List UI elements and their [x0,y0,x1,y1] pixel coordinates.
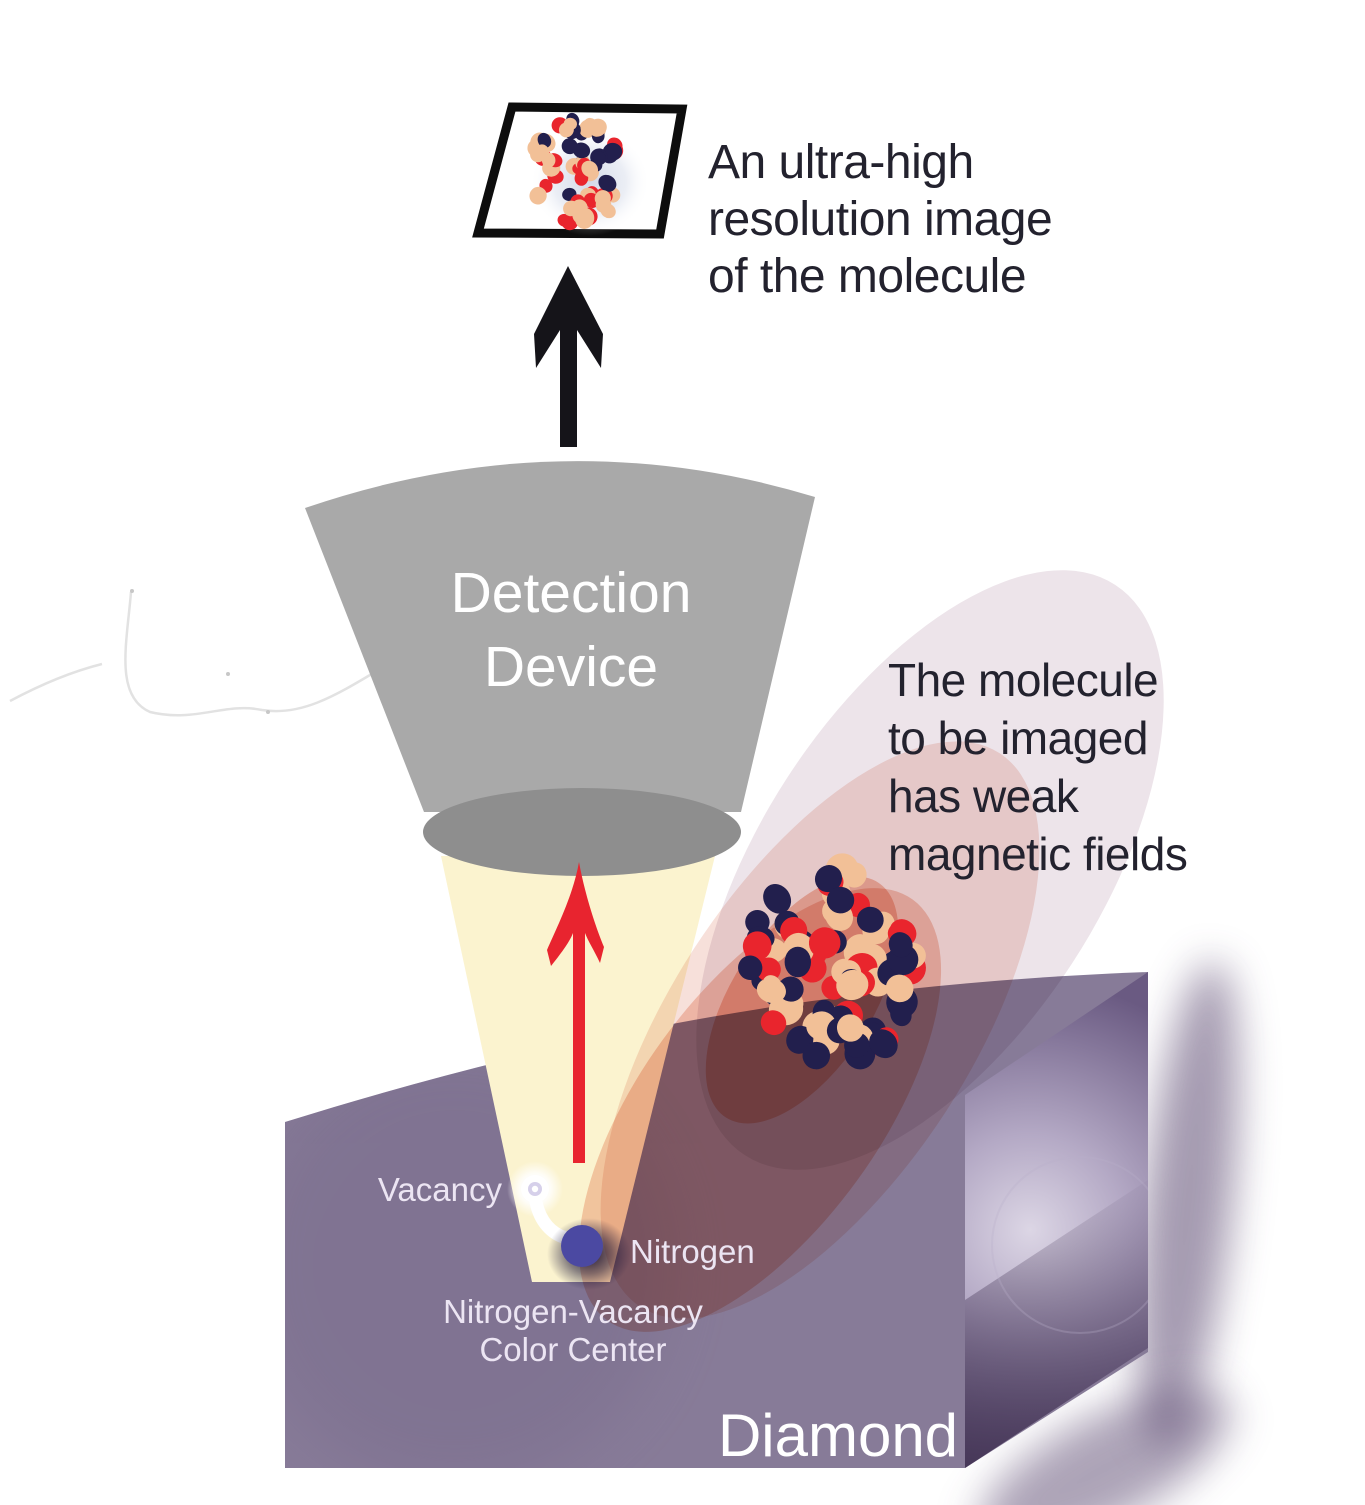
molecule-atom [784,946,811,978]
molecule-on-surface [738,853,926,1070]
molecule-atom [836,969,869,1001]
caption-molecule-line4: magnetic fields [888,828,1187,880]
caption-molecule-line1: The molecule [888,654,1158,706]
molecule-atom [581,160,599,178]
molecule-atom [536,144,550,158]
molecule-image [527,112,624,231]
molecule-atom [558,122,574,138]
molecule-atom [856,906,884,933]
detection-device [305,461,815,876]
device-body [305,461,815,812]
molecule-atom [802,1041,831,1070]
caption-result-line3: of the molecule [708,250,1026,303]
molecule-atom [885,974,914,1003]
caption-molecule-line3: has weak [888,770,1080,822]
molecule-atom [598,174,617,192]
molecule-atom [738,955,763,981]
nv-center [507,1161,631,1290]
diamond-label: Diamond [718,1402,958,1469]
molecule-atom [836,1014,864,1042]
labels: An ultra-high resolution image of the mo… [378,136,1188,1469]
molecule-atom [602,142,623,161]
fluorescence-arrow-up-icon [547,862,604,1163]
molecule-atom [814,865,843,893]
molecule-atom [760,1010,787,1036]
shadow-bottom [978,1387,1232,1505]
molecule-atom [575,208,595,229]
scribble-speck [226,672,230,676]
output-arrow-up-icon [534,266,603,447]
result-image-plate [472,102,688,239]
caption-result-line2: resolution image [708,193,1052,246]
faint-scribble [9,589,381,717]
molecule-atom [593,151,606,165]
scribble-speck [130,589,134,593]
caption-result-line1: An ultra-high [708,136,974,189]
nitrogen-atom [561,1225,603,1267]
molecule-atom [826,886,855,914]
molecule-atom [762,975,783,998]
scribble-line [9,591,381,717]
molecule-atom [869,1029,898,1059]
vacancy-label: Vacancy [378,1171,503,1208]
caption-molecule-line2: to be imaged [888,712,1148,764]
molecule-atom [588,118,607,137]
nv-center-label-line1: Nitrogen-Vacancy [443,1293,703,1330]
molecule-atom [742,931,772,961]
nv-center-label-line2: Color Center [479,1331,666,1368]
molecule-atom [529,186,547,205]
molecule-atom [572,142,591,159]
molecule-atom [756,957,781,982]
shadow-right [1137,961,1239,1449]
device-lens [423,788,741,876]
detection-device-label-line2: Device [484,635,658,699]
molecule-atom [808,927,841,959]
scribble-speck [266,710,270,714]
molecule-atom [888,932,913,958]
side-face-etch-arc [991,1156,1148,1334]
diamond-side-face-shading [965,1180,1148,1468]
detection-device-label-line1: Detection [451,561,692,625]
vacancy-core [531,1185,539,1193]
molecule-atom [537,132,552,148]
diamond-shadow [978,961,1239,1505]
molecule-atom [890,1003,912,1027]
molecule-atom [763,883,792,914]
nitrogen-label: Nitrogen [630,1233,755,1270]
molecule-atom [594,190,611,207]
